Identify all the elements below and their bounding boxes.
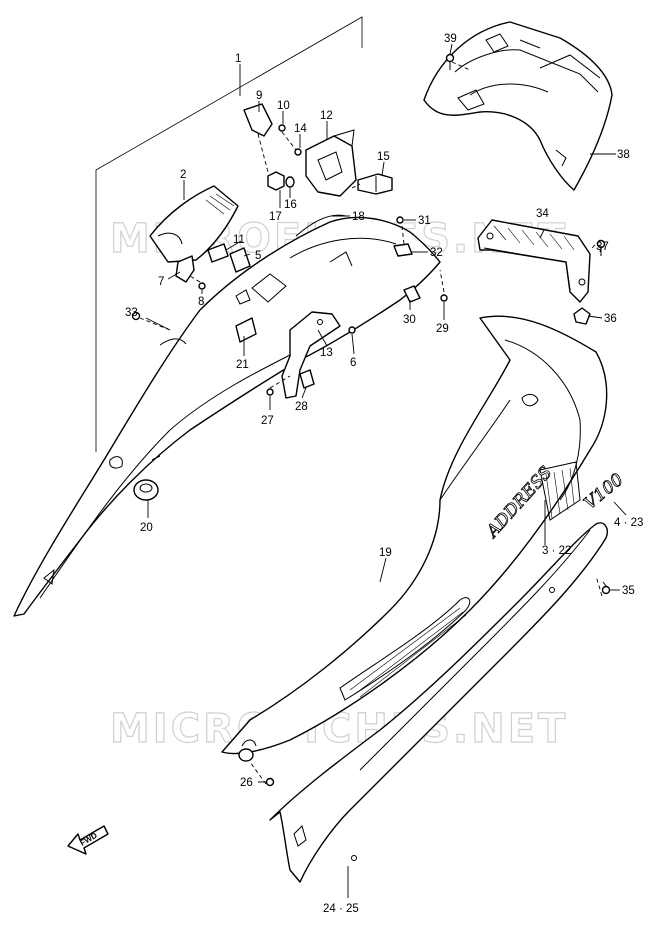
part-11-clip[interactable] — [207, 243, 229, 263]
callout-3-22: 3 · 22 — [542, 545, 571, 557]
callout-15: 15 — [377, 151, 390, 163]
callout-14: 14 — [294, 123, 307, 135]
part-10-screw[interactable] — [278, 124, 286, 132]
part-12-lock-bracket[interactable] — [305, 129, 357, 197]
part-20-grommet[interactable] — [133, 479, 159, 501]
assembly-line — [595, 575, 603, 597]
callout-30: 30 — [403, 314, 416, 326]
part-9-bracket[interactable] — [243, 103, 273, 137]
callout-36: 36 — [604, 313, 617, 325]
assembly-line — [189, 275, 201, 283]
part-24-25-lower-cover[interactable] — [269, 522, 608, 883]
callout-2: 2 — [180, 169, 186, 181]
callout-11: 11 — [233, 234, 245, 246]
part-28-clip[interactable] — [299, 369, 315, 389]
part-14-screw[interactable] — [294, 148, 302, 156]
part-13-bracket[interactable] — [281, 311, 341, 399]
callout-29: 29 — [436, 323, 449, 335]
assembly-line — [589, 239, 601, 251]
assembly-line — [269, 375, 291, 389]
callout-39: 39 — [444, 33, 457, 45]
assembly-line — [257, 133, 269, 173]
callout-26: 26 — [240, 777, 253, 789]
part-15-lock[interactable] — [357, 173, 393, 195]
callout-1: 1 — [235, 53, 241, 65]
part-29-screw[interactable] — [440, 294, 448, 302]
assembly-line — [451, 61, 471, 71]
part-26-screw[interactable] — [265, 777, 275, 787]
callout-37: 37 — [596, 241, 609, 253]
callout-28: 28 — [295, 401, 308, 413]
part-35-screw[interactable] — [601, 581, 611, 595]
callout-8: 8 — [198, 296, 204, 308]
callout-4-23: 4 · 23 — [614, 517, 643, 529]
callout-16: 16 — [284, 199, 297, 211]
part-6-screw[interactable] — [348, 326, 356, 334]
callout-38: 38 — [617, 149, 630, 161]
part-4-23-model-decal[interactable]: V100 — [580, 469, 628, 514]
part-27-screw[interactable] — [266, 388, 274, 396]
assembly-line — [281, 131, 297, 151]
callout-10: 10 — [277, 100, 290, 112]
callout-12: 12 — [320, 110, 333, 122]
callout-27: 27 — [261, 415, 274, 427]
leader-lines — [145, 43, 627, 898]
part-17-nut[interactable] — [267, 171, 285, 191]
grommet-19 — [238, 748, 254, 762]
callout-20: 20 — [140, 522, 153, 534]
part-19-side-cover[interactable] — [221, 315, 608, 755]
model-decal-text: V100 — [580, 470, 627, 514]
part-2-inner-panel[interactable] — [149, 185, 239, 263]
part-33-screw[interactable] — [131, 311, 141, 321]
callout-7: 7 — [158, 276, 164, 288]
callout-35: 35 — [622, 585, 635, 597]
callout-33: 33 — [125, 307, 138, 319]
callout-18: 18 — [352, 211, 365, 223]
part-30-clip[interactable] — [403, 285, 421, 303]
assembly-line — [439, 269, 445, 293]
callout-labels: 1 2 3 · 22 4 · 23 5 6 7 8 9 10 11 12 13 … — [125, 33, 643, 915]
part-5-bracket[interactable] — [229, 247, 251, 273]
callout-24-25: 24 · 25 — [323, 903, 359, 915]
part-21-pad[interactable] — [235, 317, 257, 343]
part-31-screw[interactable] — [396, 216, 404, 224]
callout-34: 34 — [536, 208, 549, 220]
callout-17: 17 — [269, 211, 282, 223]
part-16-washer[interactable] — [285, 176, 295, 188]
callout-19: 19 — [379, 547, 392, 559]
callout-21: 21 — [236, 359, 249, 371]
part-39-screw[interactable] — [445, 53, 455, 71]
part-18-cable[interactable] — [295, 214, 347, 237]
callout-32: 32 — [430, 247, 443, 259]
part-1-frame-cover[interactable] — [13, 216, 441, 617]
callout-31: 31 — [418, 215, 431, 227]
part-38-rear-carrier[interactable] — [423, 21, 613, 191]
fwd-arrow: FWD — [67, 825, 109, 855]
part-32-clip[interactable] — [393, 243, 413, 257]
assembly-line — [401, 225, 405, 245]
callout-5: 5 — [255, 250, 261, 262]
assembly-line — [351, 183, 361, 189]
part-34-grab-rail[interactable] — [477, 219, 591, 303]
callout-9: 9 — [256, 90, 262, 102]
assembly-line — [139, 317, 171, 331]
part-36-clip[interactable] — [573, 307, 591, 325]
callout-13: 13 — [320, 347, 333, 359]
callout-6: 6 — [350, 357, 356, 369]
assembly-line — [249, 761, 267, 785]
assembly-bracket-1 — [95, 16, 363, 452]
part-8-screw[interactable] — [198, 282, 206, 290]
